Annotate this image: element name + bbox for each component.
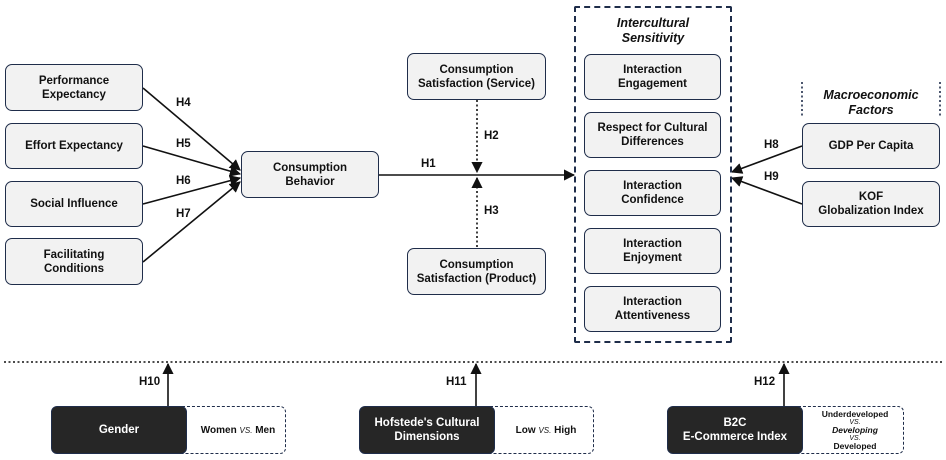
interaction-confidence-box: Interaction Confidence [584, 170, 721, 216]
gender-vs: VS. [239, 425, 253, 435]
intercultural-sensitivity-title: Intercultural Sensitivity [616, 16, 690, 45]
label-h3: H3 [484, 205, 499, 217]
gdp-per-capita-box: GDP Per Capita [802, 123, 940, 169]
consumption-behavior-box: Consumption Behavior [241, 151, 379, 198]
hofstede-value-low: Low [515, 424, 536, 436]
label-h2: H2 [484, 130, 499, 142]
arrow-h6 [142, 175, 242, 205]
label-h1: H1 [421, 158, 436, 170]
facilitating-conditions-box: Facilitating Conditions [5, 238, 143, 285]
label-h4: H4 [176, 97, 191, 109]
hofstede-box: Hofstede's Cultural Dimensions [359, 406, 495, 454]
interaction-engagement-box: Interaction Engagement [584, 54, 721, 100]
b2c-vs-1: VS. [849, 418, 861, 426]
respect-cultural-differences-box: Respect for Cultural Differences [584, 112, 721, 158]
label-h10: H10 [139, 376, 161, 388]
label-h5: H5 [176, 138, 191, 150]
gender-value-men: Men [255, 424, 276, 436]
interaction-attentiveness-box: Interaction Attentiveness [584, 286, 721, 332]
arrow-h5 [142, 145, 242, 177]
effort-expectancy-box: Effort Expectancy [5, 123, 143, 169]
arrow-h9 [730, 176, 803, 205]
social-influence-box: Social Influence [5, 181, 143, 227]
macroeconomic-factors-title: Macroeconomic Factors [823, 88, 919, 117]
b2c-vs-2: VS. [849, 434, 861, 442]
label-h7: H7 [176, 208, 191, 220]
b2c-value-developing: Developing [832, 424, 878, 435]
b2c-values-stack: Underdeveloped VS. Developing VS. Develo… [821, 408, 889, 451]
b2c-ecommerce-index-box: B2C E-Commerce Index [667, 406, 803, 454]
gender-value-women: Women [200, 424, 237, 436]
kof-globalization-index-box: KOF Globalization Index [802, 181, 940, 227]
gender-values-box: Women VS. Men [176, 406, 286, 454]
b2c-values-box: Underdeveloped VS. Developing VS. Develo… [792, 406, 904, 454]
label-h6: H6 [176, 175, 191, 187]
label-h8: H8 [764, 139, 779, 151]
label-h9: H9 [764, 171, 779, 183]
b2c-value-developed: Developed [833, 440, 877, 451]
gender-box: Gender [51, 406, 187, 454]
b2c-value-underdeveloped: Underdeveloped [821, 408, 889, 419]
performance-expectancy-box: Performance Expectancy [5, 64, 143, 111]
arrow-h4 [142, 87, 241, 171]
hofstede-vs: VS. [538, 425, 552, 435]
hofstede-values-box: Low VS. High [484, 406, 594, 454]
hofstede-value-high: High [554, 424, 577, 436]
satisfaction-product-box: Consumption Satisfaction (Product) [407, 248, 546, 295]
label-h11: H11 [446, 376, 467, 388]
intercultural-sensitivity-panel [574, 6, 732, 343]
interaction-enjoyment-box: Interaction Enjoyment [584, 228, 721, 274]
arrow-h7 [142, 181, 241, 263]
arrow-h8 [730, 145, 803, 174]
satisfaction-service-box: Consumption Satisfaction (Service) [407, 53, 546, 100]
label-h12: H12 [754, 376, 776, 388]
